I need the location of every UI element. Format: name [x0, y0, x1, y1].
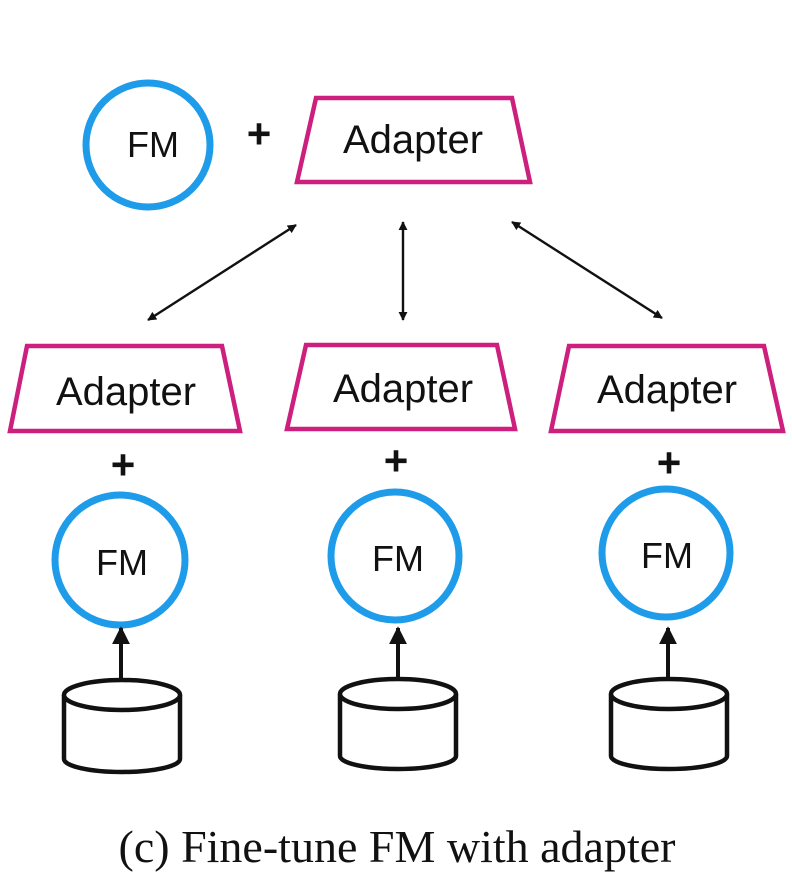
arrow-server-client-3	[511, 220, 663, 320]
server-fm-circle	[82, 79, 214, 211]
communication-arrows	[147, 220, 663, 322]
client-3-database-icon	[608, 676, 730, 772]
client-1-fm-circle	[51, 491, 189, 629]
client-3-adapter-shape	[548, 343, 786, 434]
server-adapter-label: Adapter	[343, 118, 483, 162]
client-2-fm-label: FM	[372, 538, 424, 579]
client-2-fm-circle	[327, 488, 463, 624]
figure-caption: (c) Fine-tune FM with adapter	[119, 821, 676, 872]
client-group-2: Adapter + FM	[284, 342, 518, 772]
client-1-database-icon	[61, 677, 183, 775]
server-fm-label: FM	[127, 124, 179, 165]
server-adapter-shape	[294, 95, 533, 185]
client-group-3: Adapter + FM	[548, 343, 786, 772]
client-group-1: Adapter + FM	[7, 343, 243, 775]
client-2-database-icon	[337, 676, 459, 772]
client-3-fm-label: FM	[641, 535, 693, 576]
server-group: FM + Adapter	[82, 79, 533, 211]
client-3-plus-sign: +	[657, 439, 682, 486]
arrow-server-client-1	[147, 223, 297, 322]
client-1-adapter-shape	[7, 343, 243, 434]
client-3-fm-circle	[598, 485, 734, 621]
client-1-fm-label: FM	[96, 542, 148, 583]
client-2-adapter-shape	[284, 342, 518, 432]
client-1-plus-sign: +	[111, 441, 136, 488]
client-3-adapter-label: Adapter	[597, 368, 737, 412]
server-plus-sign: +	[247, 110, 272, 157]
client-2-plus-sign: +	[384, 437, 409, 484]
client-1-adapter-label: Adapter	[56, 370, 196, 414]
client-2-adapter-label: Adapter	[333, 367, 473, 411]
